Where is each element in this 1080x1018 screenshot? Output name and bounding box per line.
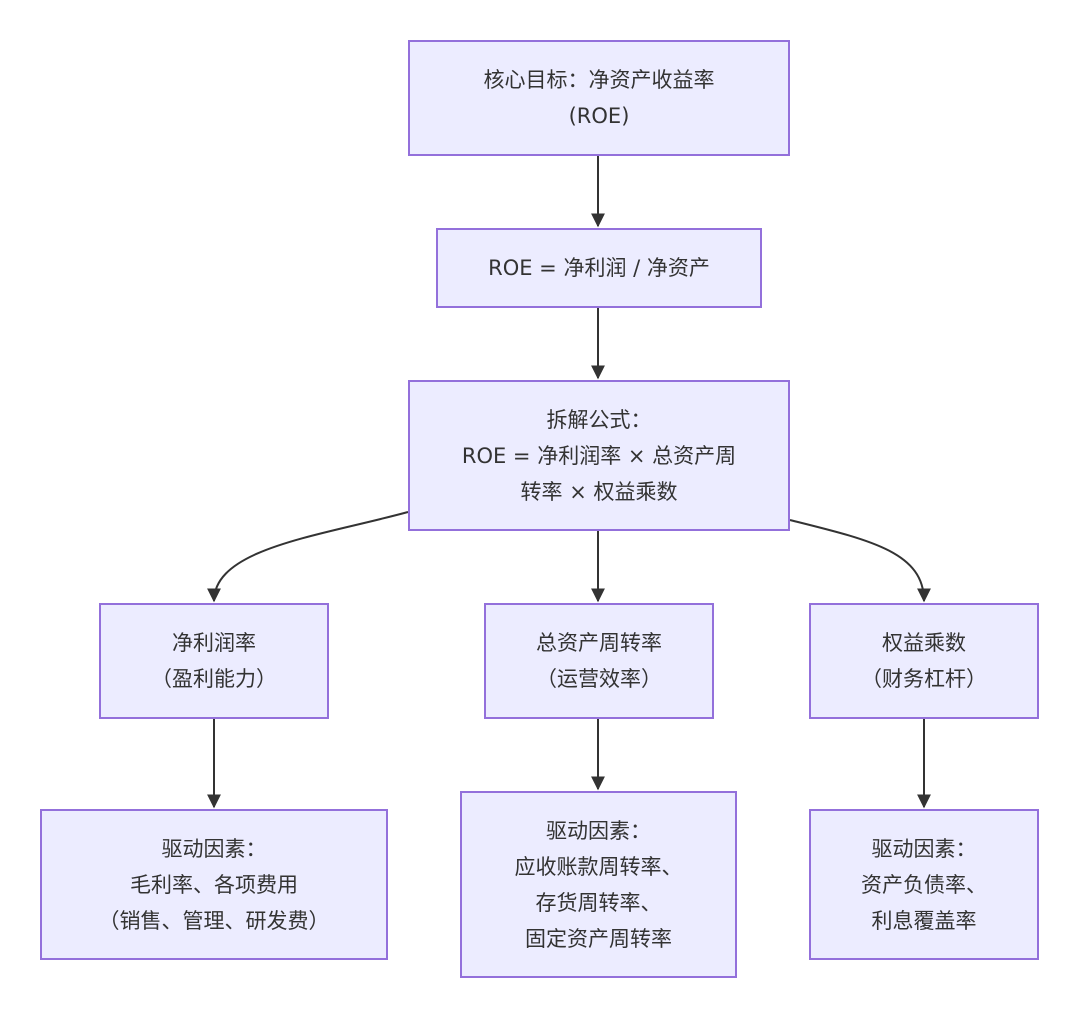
node-drivers-efficiency: 驱动因素： 应收账款周转率、 存货周转率、 固定资产周转率 [460, 791, 737, 978]
node-text-line: （财务杠杆） [861, 667, 987, 691]
node-text-line: 存货周转率、 [535, 890, 662, 915]
node-text-line: 驱动因素： [546, 818, 651, 843]
node-text-line: 权益乘数 [882, 631, 966, 655]
edge-decomposition-to-equity-multiplier [789, 519, 931, 603]
node-text-line: 毛利率、各项费用 [130, 872, 298, 897]
node-text-line: 驱动因素： [161, 836, 267, 861]
node-text-line: 净利润率 [172, 631, 256, 655]
node-text-line: 拆解公式： [546, 407, 652, 432]
node-text-line: （运营效率） [536, 667, 662, 691]
node-text-line: 固定资产周转率 [525, 926, 672, 951]
node-total-asset-turnover: 总资产周转率 （运营效率） [484, 603, 714, 719]
node-core-goal-roe: 核心目标：净资产收益率 (ROE) [408, 40, 790, 156]
node-text-line: ROE = 净利润 / 净资产 [488, 256, 710, 280]
node-drivers-leverage: 驱动因素： 资产负债率、 利息覆盖率 [809, 809, 1039, 960]
node-decomposition-formula: 拆解公式： ROE = 净利润率 × 总资产周 转率 × 权益乘数 [408, 380, 790, 531]
node-text-line: （盈利能力） [151, 667, 277, 691]
node-text-line: 核心目标：净资产收益率 [483, 68, 715, 92]
node-text-line: 转率 × 权益乘数 [520, 479, 678, 504]
node-text-line: (ROE) [568, 104, 630, 128]
edge-decomposition-to-net-margin [207, 511, 409, 603]
node-drivers-profitability: 驱动因素： 毛利率、各项费用 （销售、管理、研发费） [40, 809, 388, 960]
node-equity-multiplier: 权益乘数 （财务杠杆） [809, 603, 1039, 719]
node-text-line: 利息覆盖率 [871, 908, 977, 933]
node-text-line: ROE = 净利润率 × 总资产周 [461, 443, 737, 468]
node-text-line: 驱动因素： [871, 836, 977, 861]
node-text-line: 应收账款周转率、 [514, 854, 683, 879]
node-text-line: （销售、管理、研发费） [98, 908, 330, 933]
node-net-profit-margin: 净利润率 （盈利能力） [99, 603, 329, 719]
node-text-line: 总资产周转率 [536, 631, 662, 655]
node-roe-formula: ROE = 净利润 / 净资产 [436, 228, 762, 308]
node-text-line: 资产负债率、 [861, 872, 987, 897]
